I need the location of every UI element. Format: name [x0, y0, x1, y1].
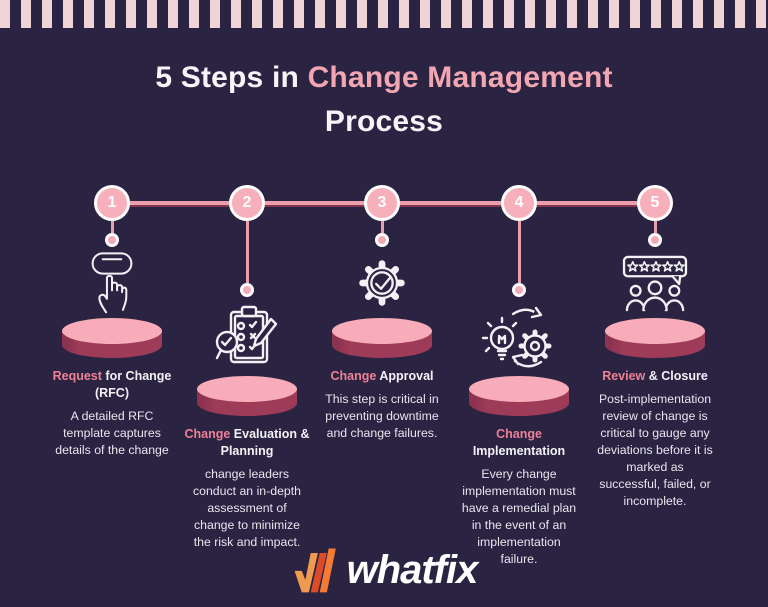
- page-title-line2: Process: [324, 105, 444, 138]
- step-number-badge: 2: [229, 185, 265, 221]
- step-column-2: 2 Change Evaluation & Planning change le…: [172, 185, 322, 551]
- step-column-5: 5: [580, 185, 730, 510]
- step-drop-line: [110, 221, 114, 233]
- step-drop-dot: [512, 283, 526, 297]
- page-title-line1: 5 Steps in Change Management: [0, 56, 768, 100]
- pedestal: [469, 376, 569, 416]
- step-column-3: 3 Change Approval This step is critical …: [307, 185, 457, 442]
- step-column-1: 1 Request for Change (RFC) A detailed RF…: [37, 185, 187, 459]
- step-description: Post-implementation review of change is …: [597, 392, 713, 508]
- step-column-4: 4 Ch: [444, 185, 594, 568]
- idea-to-gear-cycle-icon: [479, 297, 559, 376]
- step-description: A detailed RFC template captures details…: [55, 409, 169, 457]
- step-drop-line: [380, 221, 384, 233]
- striped-top-border: [0, 0, 768, 28]
- step-drop-line: [653, 221, 657, 233]
- step-title: Change Evaluation & Planning: [184, 427, 310, 458]
- step-number-badge: 3: [364, 185, 400, 221]
- step-description: change leaders conduct an in-depth asses…: [192, 467, 302, 549]
- pedestal: [62, 318, 162, 358]
- step-drop-line: [517, 221, 521, 283]
- button-click-icon: [83, 247, 141, 318]
- whatfix-logo-text: whatfix: [346, 547, 479, 592]
- pedestal: [332, 318, 432, 358]
- step-title: Review & Closure: [602, 369, 708, 383]
- step-drop-dot: [648, 233, 662, 247]
- step-drop-dot: [375, 233, 389, 247]
- step-number-badge: 1: [94, 185, 130, 221]
- page-title: 5 Steps in Change Management Process: [0, 56, 768, 144]
- title-prefix: 5 Steps in: [155, 61, 308, 94]
- footer: whatfix: [0, 541, 768, 599]
- gear-check-icon: [351, 247, 413, 318]
- step-title: Change Implementation: [472, 427, 566, 458]
- step-title: Change Approval: [330, 369, 434, 383]
- step-drop-dot: [240, 283, 254, 297]
- step-number-badge: 5: [637, 185, 673, 221]
- title-accent: Change Management: [307, 61, 613, 94]
- five-star-review-people-icon: [617, 247, 693, 318]
- checklist-clipboard-icon: [214, 297, 280, 376]
- step-number-badge: 4: [501, 185, 537, 221]
- pedestal: [197, 376, 297, 416]
- step-description: This step is critical in preventing down…: [325, 392, 439, 440]
- step-drop-dot: [105, 233, 119, 247]
- whatfix-logo-icon: [294, 548, 336, 593]
- step-description: Every change implementation must have a …: [461, 467, 577, 566]
- pedestal: [605, 318, 705, 358]
- step-title: Request for Change (RFC): [52, 369, 172, 400]
- step-drop-line: [245, 221, 249, 283]
